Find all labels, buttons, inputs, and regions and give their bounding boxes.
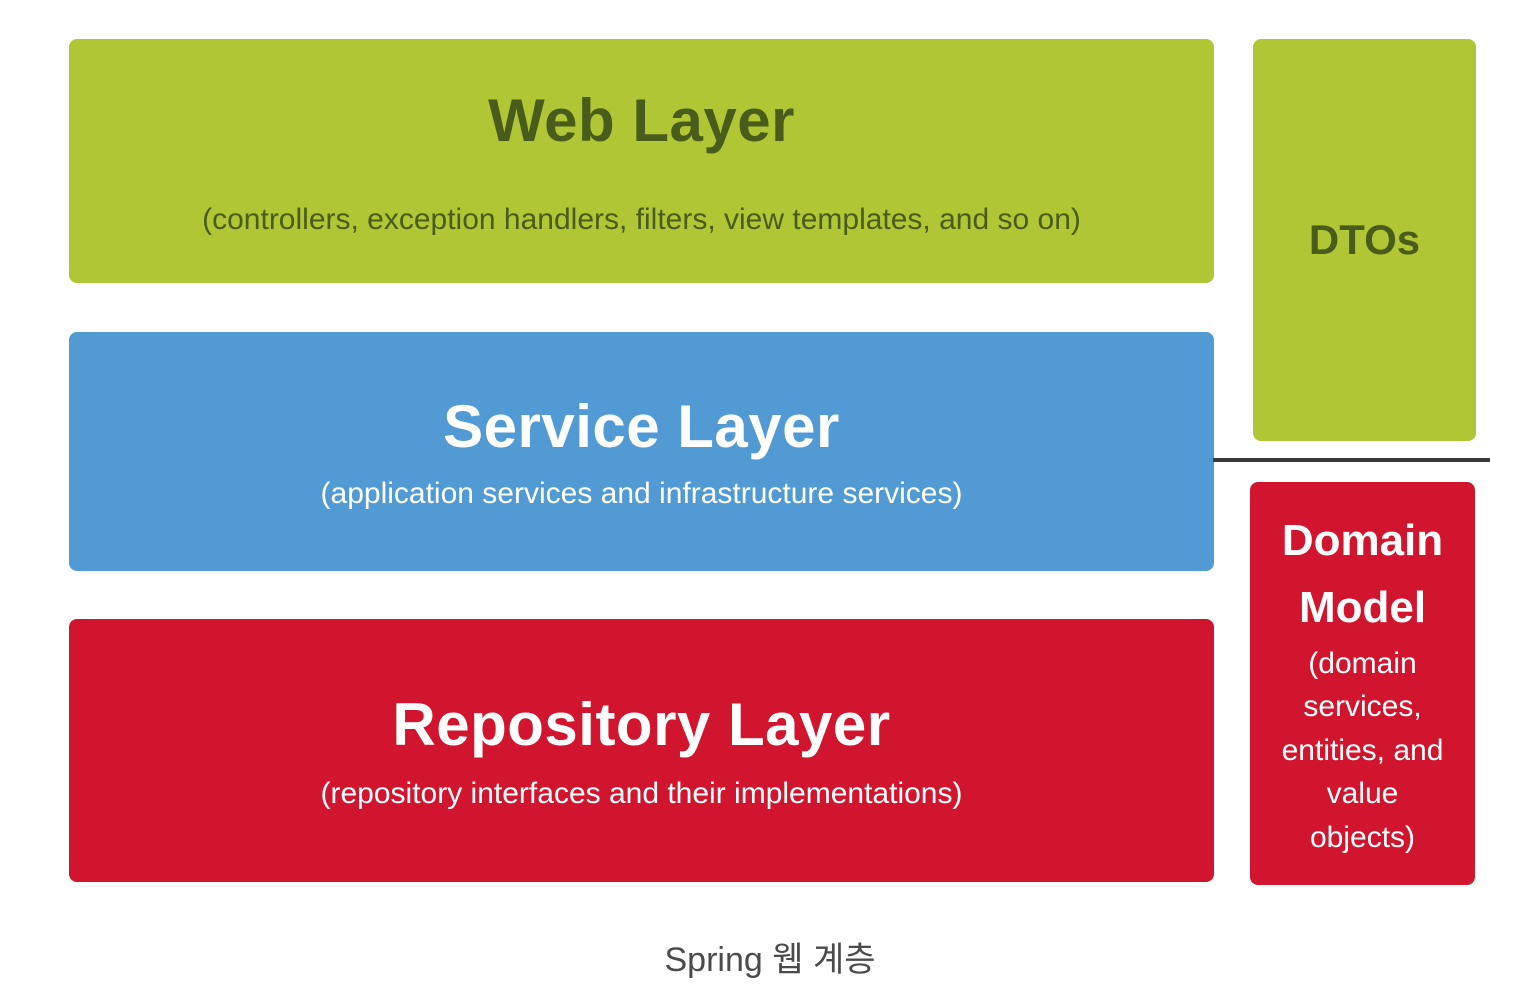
web-layer-subtitle: (controllers, exception handlers, filter… xyxy=(202,202,1081,236)
domain-model-box: Domain Model (domain services, entities,… xyxy=(1250,482,1475,885)
domain-model-title: Domain Model xyxy=(1281,515,1444,632)
dtos-box: DTOs xyxy=(1253,39,1476,441)
web-layer-title: Web Layer xyxy=(488,86,795,154)
service-layer-box: Service Layer (application services and … xyxy=(69,332,1214,571)
service-layer-title: Service Layer xyxy=(443,393,840,460)
service-layer-subtitle: (application services and infrastructure… xyxy=(320,477,963,510)
divider-line xyxy=(1213,458,1490,462)
dtos-title: DTOs xyxy=(1308,216,1421,263)
repository-layer-subtitle: (repository interfaces and their impleme… xyxy=(320,777,963,810)
domain-model-subtitle: (domain services, entities, and value ob… xyxy=(1281,646,1444,854)
repository-layer-box: Repository Layer (repository interfaces … xyxy=(69,619,1214,882)
repository-layer-title: Repository Layer xyxy=(392,691,891,758)
diagram-caption: Spring 웹 계층 xyxy=(664,941,876,979)
web-layer-box: Web Layer (controllers, exception handle… xyxy=(69,39,1214,283)
